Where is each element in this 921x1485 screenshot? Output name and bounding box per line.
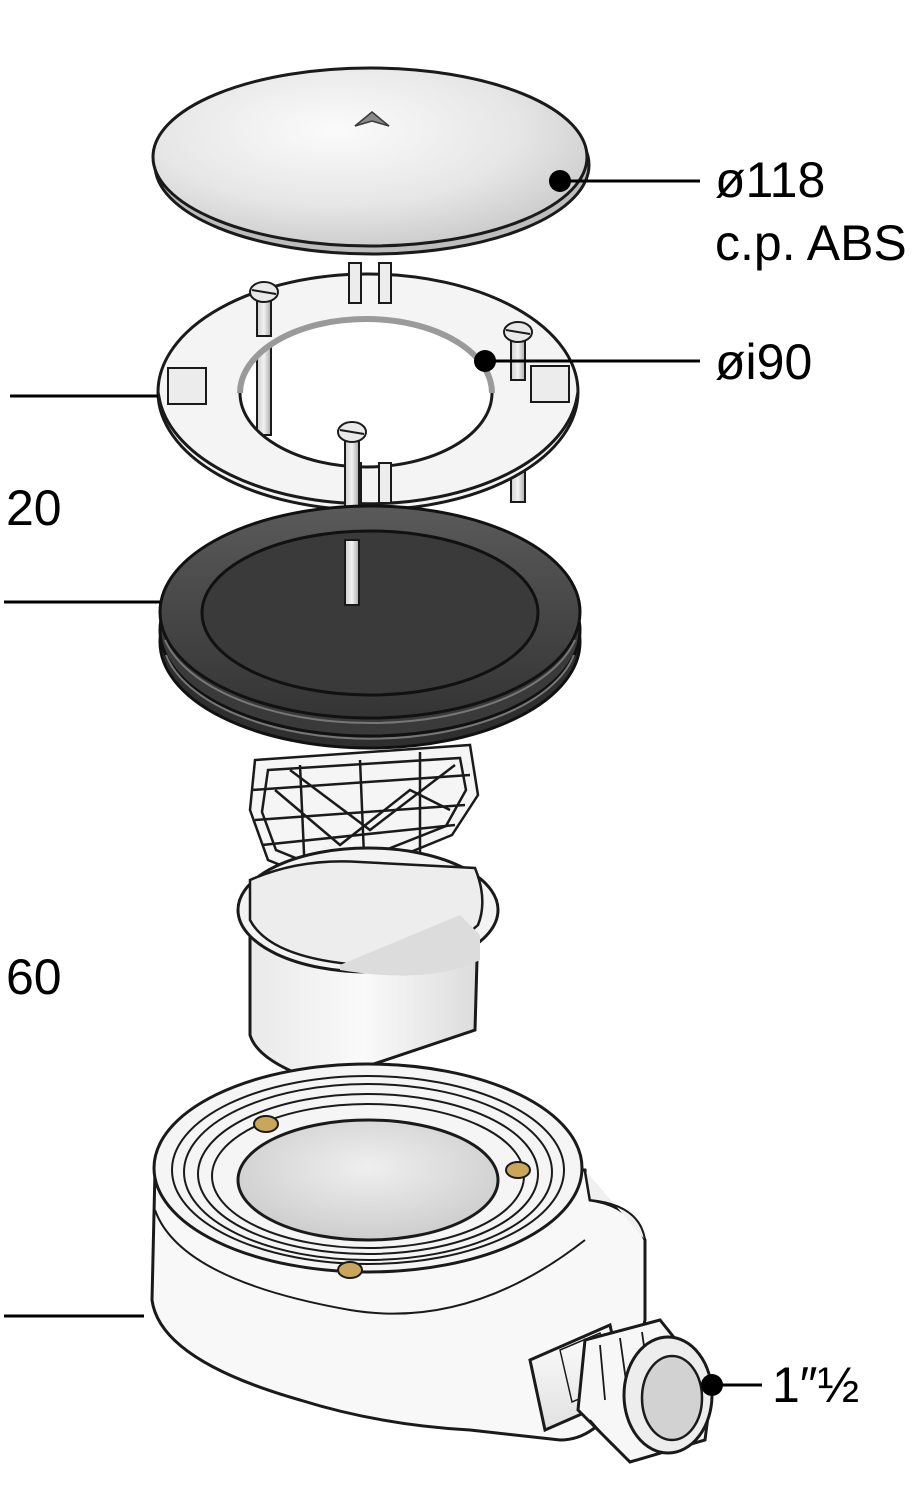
outlet-pipe <box>528 1318 714 1464</box>
outlet-size-label: 1″½ <box>772 1357 860 1413</box>
rubber-gasket <box>158 504 582 750</box>
screw-right <box>503 321 533 381</box>
leader-outlet <box>701 1374 762 1396</box>
screw-left <box>249 281 279 337</box>
flange-ring <box>156 262 580 512</box>
leader-ring <box>474 350 700 372</box>
leader-cover <box>549 170 700 192</box>
cover-plate <box>151 66 591 256</box>
cover-material-label: c.p. ABS <box>715 215 907 271</box>
dimension-lines <box>4 394 160 1318</box>
drain-body <box>150 1062 647 1442</box>
trap-cup <box>236 846 500 1084</box>
cover-diameter-label: ø118 <box>715 152 826 208</box>
ring-inner-diameter-label: øi90 <box>715 334 813 390</box>
lower-dimension-label: 60 <box>6 949 62 1005</box>
upper-dimension-label: 20 <box>6 480 62 536</box>
